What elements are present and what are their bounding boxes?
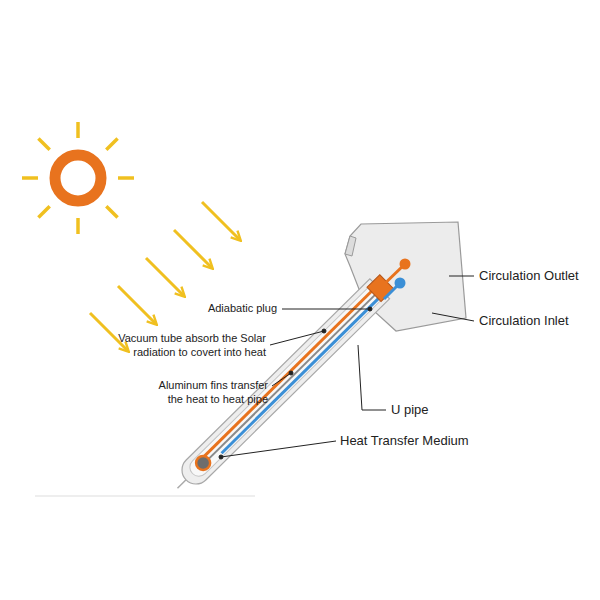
leader-dot xyxy=(219,455,223,459)
leader-line xyxy=(282,309,370,310)
callout-label: U pipe xyxy=(391,402,429,418)
inlet-port xyxy=(395,278,406,289)
sunlight-arrows xyxy=(90,202,240,351)
leader-line xyxy=(272,373,291,386)
tube-tip xyxy=(177,480,186,488)
outlet-port xyxy=(400,259,411,270)
callout-label: Circulation Outlet xyxy=(479,268,579,284)
sun-ray xyxy=(38,206,49,217)
sunlight-arrow xyxy=(174,230,212,268)
base-line xyxy=(35,496,255,497)
leader-dot xyxy=(368,307,372,311)
leader-line xyxy=(270,331,324,345)
leader-line xyxy=(221,441,336,457)
sun-ray xyxy=(22,176,38,180)
leader-line xyxy=(449,276,474,277)
sun-ray xyxy=(76,218,80,234)
callout-label: Aluminum fins transfer the heat to heat … xyxy=(142,379,268,405)
sun xyxy=(55,155,101,201)
sun-disc xyxy=(55,155,101,201)
sunlight-arrow xyxy=(202,202,240,240)
sunlight-arrow xyxy=(90,313,128,351)
outlet-pipe xyxy=(376,264,405,292)
sun-ray xyxy=(118,176,134,180)
leader-line xyxy=(432,313,474,321)
sunlight-arrow xyxy=(118,286,156,324)
callout-label: Heat Transfer Medium xyxy=(340,433,469,449)
sun-ray xyxy=(106,206,117,217)
sun-ray xyxy=(106,138,117,149)
heat-transfer-medium xyxy=(193,453,213,473)
callout-label: Vacuum tube absorb the Solar radiation t… xyxy=(84,332,266,358)
callout-label: Circulation Inlet xyxy=(479,313,569,329)
leader-dot xyxy=(322,329,326,333)
sunlight-arrow xyxy=(146,258,184,296)
sun-ray xyxy=(76,122,80,138)
callout-label: Adiabatic plug xyxy=(137,302,277,315)
sun-ray xyxy=(38,138,49,149)
sun-rays xyxy=(22,122,134,234)
leader-dot xyxy=(289,371,293,375)
leader-line xyxy=(358,345,386,410)
manifold-notch xyxy=(345,236,356,256)
